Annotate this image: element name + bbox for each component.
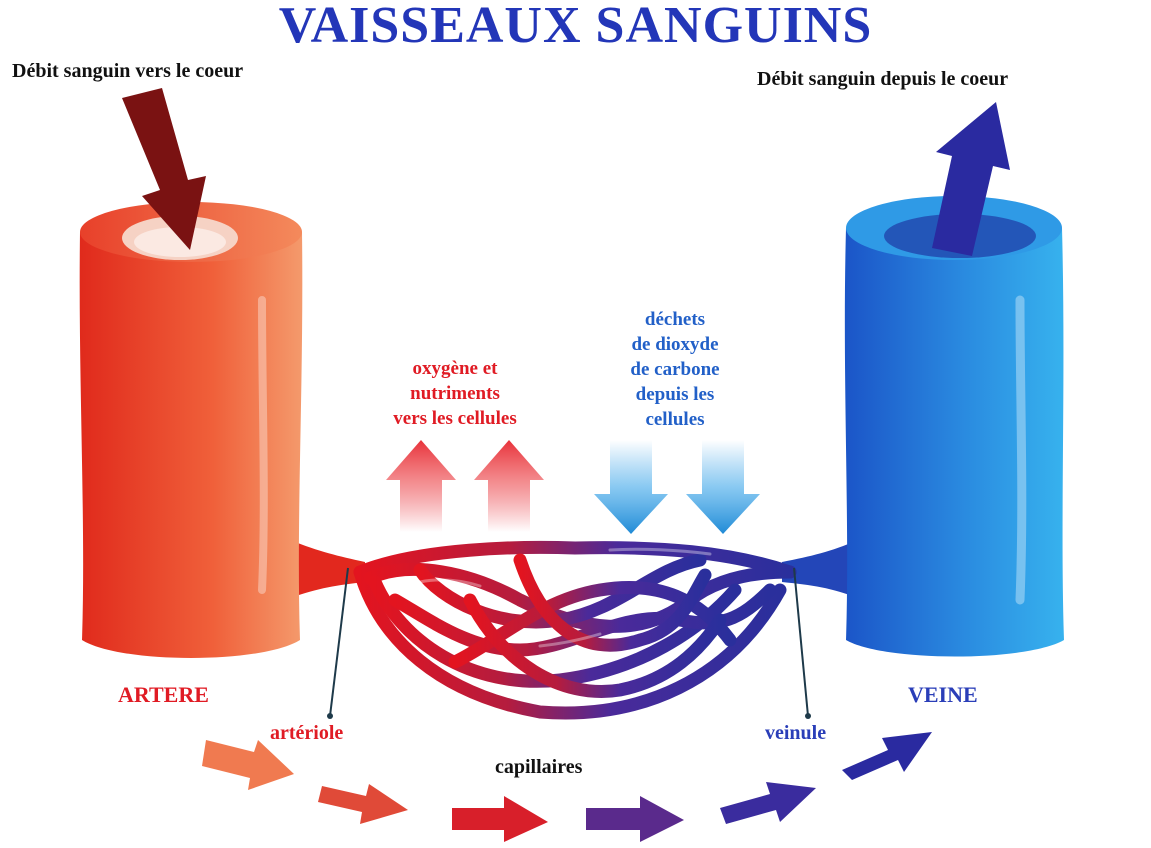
arteriole-pointer-dot: [327, 713, 333, 719]
arteriole-pointer: [330, 568, 348, 716]
flow-arrow-1: [202, 740, 294, 790]
arteriole-label: artériole: [270, 722, 343, 745]
diagram-title: VAISSEAUX SANGUINS: [0, 0, 1151, 55]
venule-label: veinule: [765, 722, 826, 745]
venule-pointer: [794, 568, 808, 716]
capillary-network: [360, 547, 790, 713]
oxygen-label-line: nutriments: [340, 381, 570, 406]
oxygen-arrow-2: [474, 440, 544, 532]
waste-label-line: cellules: [585, 407, 765, 432]
waste-label-line: de carbone: [585, 357, 765, 382]
oxygen-label-line: vers les cellules: [340, 406, 570, 431]
waste-label-line: de dioxyde: [585, 332, 765, 357]
flow-arrow-6: [842, 732, 932, 780]
outflow-label: Débit sanguin depuis le coeur: [757, 68, 1008, 91]
oxygen-label-line: oxygène et: [340, 356, 570, 381]
flow-arrow-4: [586, 796, 684, 842]
flow-arrow-2: [318, 784, 408, 824]
vein-vessel: [845, 196, 1064, 657]
waste-arrow-1: [594, 440, 668, 534]
flow-arrow-3: [452, 796, 548, 842]
inflow-label: Débit sanguin vers le coeur: [12, 60, 243, 83]
capillaries-label: capillaires: [495, 756, 582, 779]
vein-label: VEINE: [908, 682, 978, 708]
waste-label-line: depuis les: [585, 382, 765, 407]
waste-co2-label: déchets de dioxyde de carbone depuis les…: [585, 307, 765, 432]
artery-vessel: [80, 202, 303, 658]
bottom-flow-arrows: [202, 732, 932, 842]
oxygen-arrow-1: [386, 440, 456, 532]
flow-arrow-5: [720, 782, 816, 824]
waste-arrow-2: [686, 440, 760, 534]
waste-label-line: déchets: [585, 307, 765, 332]
venule-pointer-dot: [805, 713, 811, 719]
artery-neck: [290, 540, 365, 598]
artery-label: ARTERE: [118, 682, 209, 708]
oxygen-nutrients-label: oxygène et nutriments vers les cellules: [340, 356, 570, 431]
